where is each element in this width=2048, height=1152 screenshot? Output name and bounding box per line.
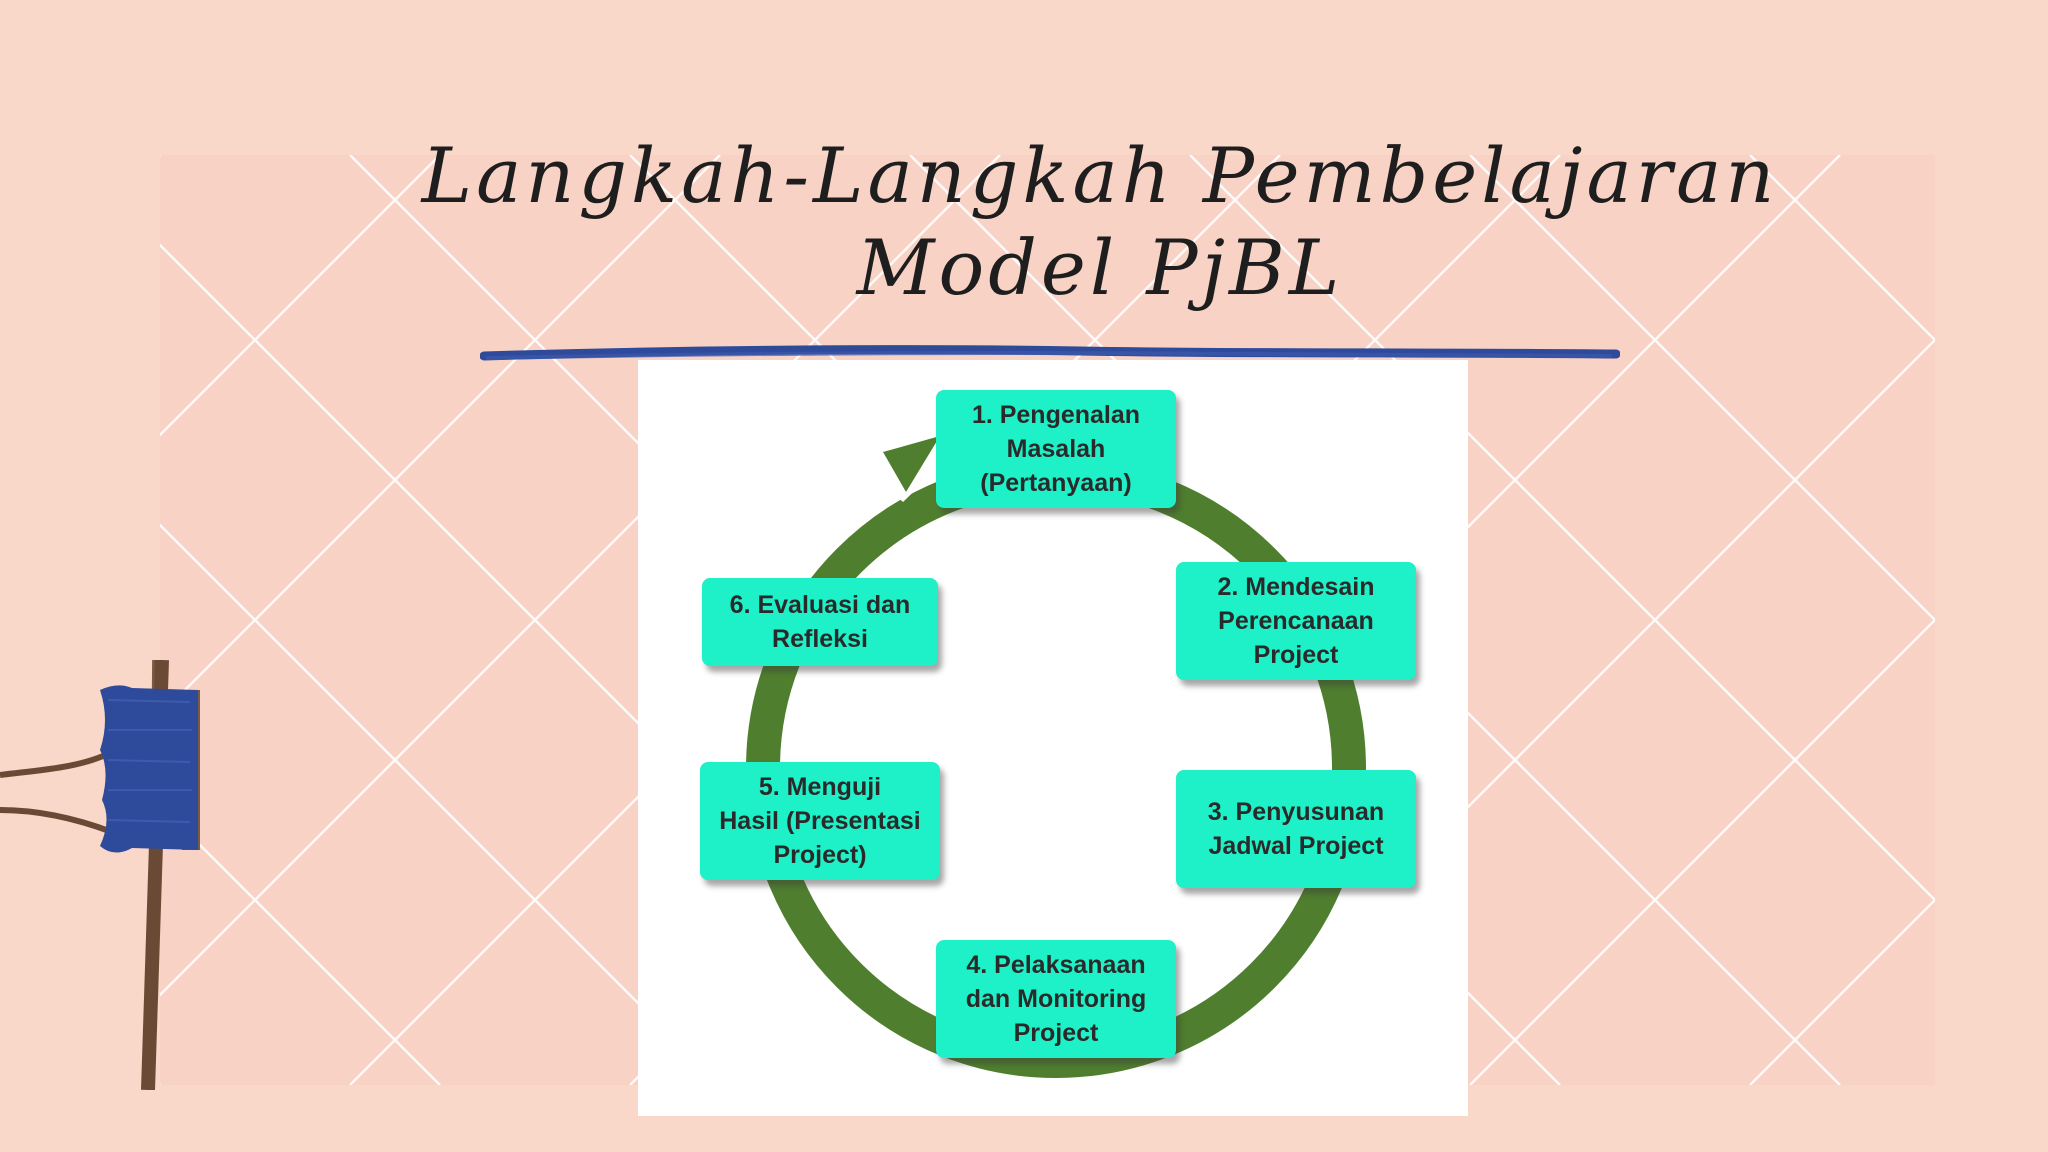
title-line-2: Model PjBL — [856, 223, 1344, 312]
title-line-1: Langkah-Langkah Pembelajaran — [421, 131, 1779, 220]
binder-clip-decoration — [0, 660, 200, 1090]
cycle-arrowhead — [883, 436, 940, 492]
step-5-box: 5. Menguji Hasil (Presentasi Project) — [700, 762, 940, 880]
step-3-box: 3. Penyusunan Jadwal Project — [1176, 770, 1416, 888]
slide-title: Langkah-Langkah Pembelajaran Model PjBL — [380, 130, 1820, 314]
step-6-box: 6. Evaluasi dan Refleksi — [702, 578, 938, 666]
step-2-box: 2. Mendesain Perencanaan Project — [1176, 562, 1416, 680]
step-4-box: 4. Pelaksanaan dan Monitoring Project — [936, 940, 1176, 1058]
title-underline — [480, 345, 1620, 361]
step-1-box: 1. Pengenalan Masalah (Pertanyaan) — [936, 390, 1176, 508]
pjbl-cycle-diagram: 1. Pengenalan Masalah (Pertanyaan) 2. Me… — [638, 360, 1468, 1116]
